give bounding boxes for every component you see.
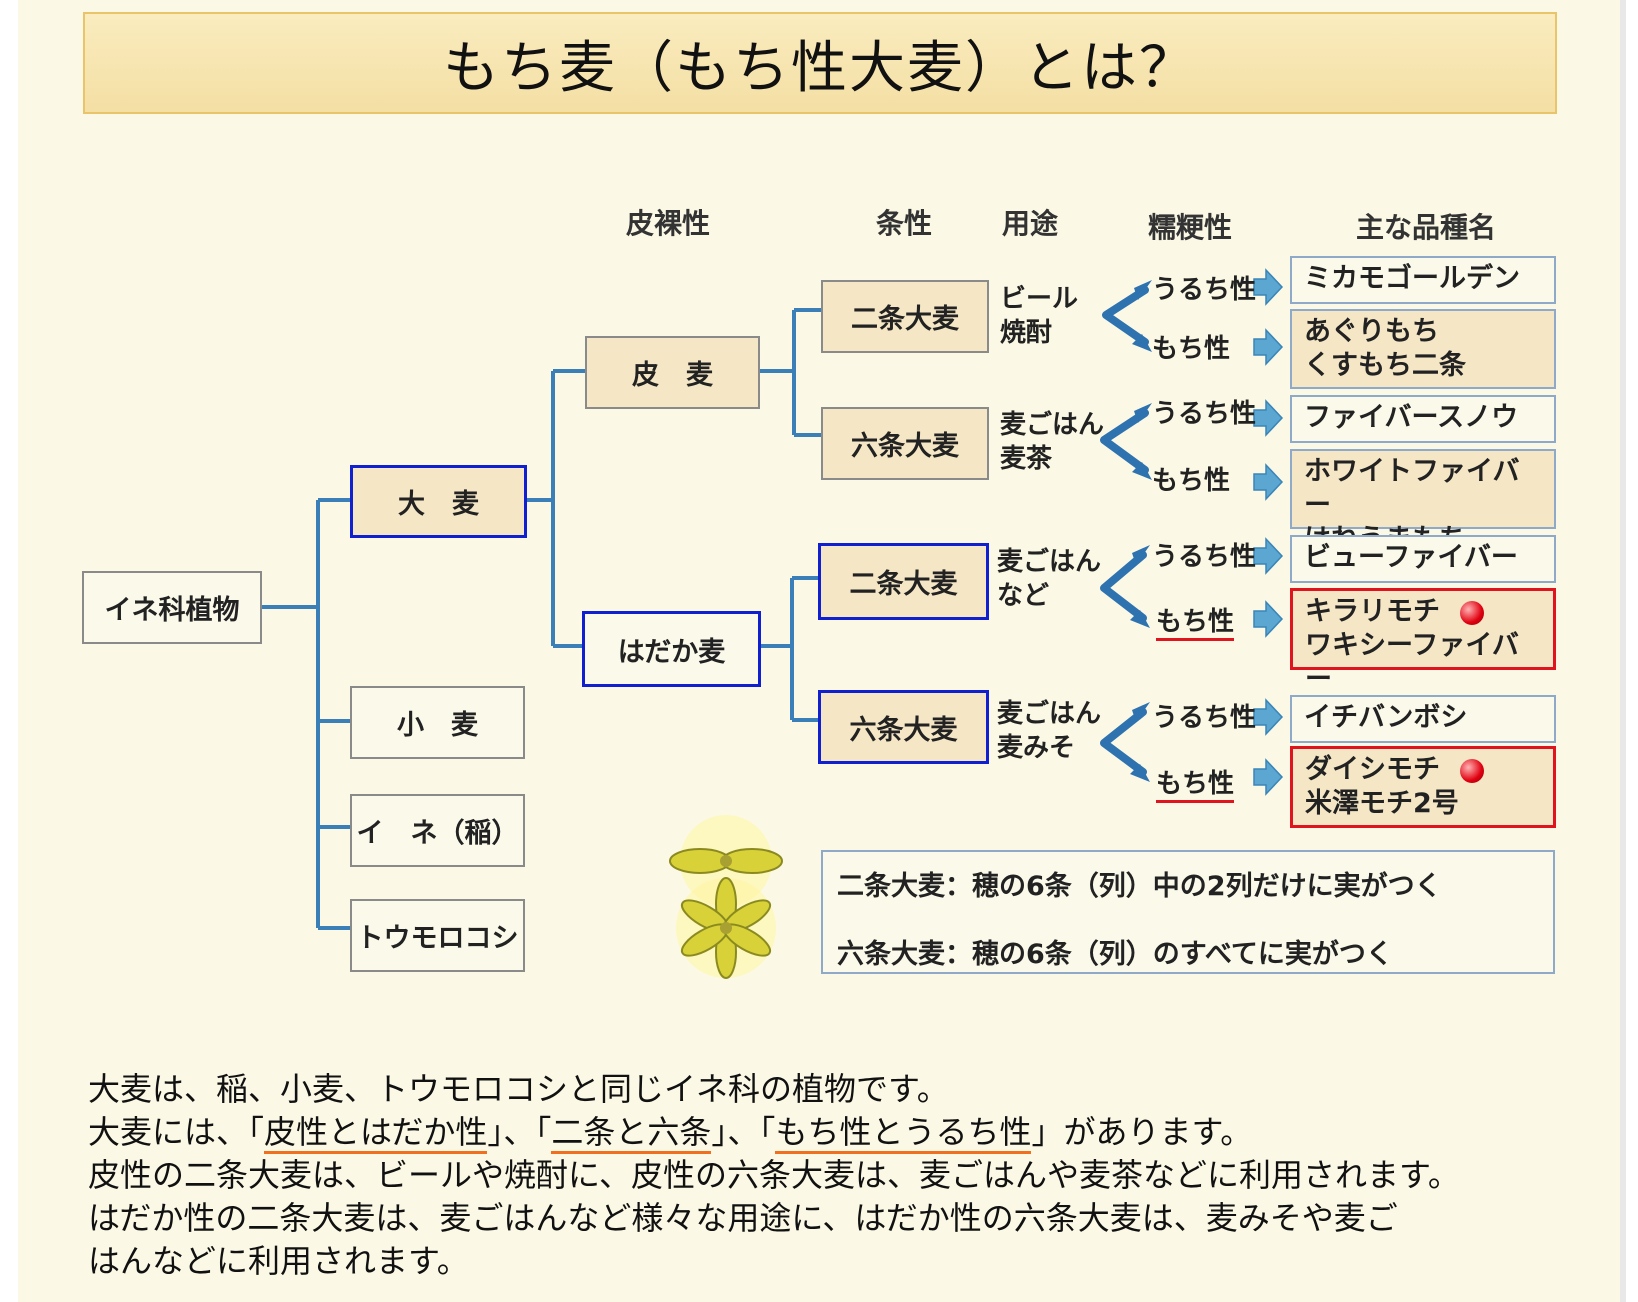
page-title: もち麦（もち性大麦）とは？ xyxy=(443,35,1197,101)
node-hulled-two-row: 二条大麦 xyxy=(821,280,989,353)
node-wheat: 小 麦 xyxy=(350,686,525,759)
underlined-term: 皮性とはだか性 xyxy=(264,1113,488,1154)
explanation-line: 大麦には、「皮性とはだか性」、「二条と六条」、「もち性とうるち性」があります。 xyxy=(88,1111,1558,1154)
usage-line: 麦みそ xyxy=(997,733,1076,763)
node-rice: イ ネ（稲） xyxy=(350,794,525,867)
header-glutinous: 糯粳性 xyxy=(1148,211,1233,244)
node-hulled-barley: 皮 麦 xyxy=(585,336,760,409)
explanation-line: はんなどに利用されます。 xyxy=(88,1242,469,1280)
usage-naked-six-row: 麦ごはん 麦みそ xyxy=(997,697,1101,765)
explanation-text: 大麦は、稲、小麦、トウモロコシと同じイネ科の植物です。 大麦には、「皮性とはだか… xyxy=(88,1068,1558,1283)
variety-name: ホワイトファイバー xyxy=(1304,456,1520,521)
underlined-term: 二条と六条 xyxy=(551,1113,712,1154)
node-corn: トウモロコシ xyxy=(350,899,525,972)
title-banner: もち麦（もち性大麦）とは？ xyxy=(83,12,1557,114)
variety-box: ホワイトファイバー はねうまもち xyxy=(1290,449,1556,555)
variety-name: ワキシーファイバー xyxy=(1305,630,1519,695)
header-varieties: 主な品種名 xyxy=(1356,211,1497,244)
usage-line: 麦ごはん xyxy=(1000,410,1105,440)
explanation-line: はだか性の二条大麦は、麦ごはんなど様々な用途に、はだか性の六条大麦は、麦みそや麦… xyxy=(88,1199,1398,1237)
variety-name: イチバンボシ xyxy=(1304,702,1468,733)
variety-box: あぐりもち くすもち二条 xyxy=(1290,309,1556,389)
variety-name: キラリモチ xyxy=(1305,596,1440,627)
header-row-type: 条性 xyxy=(876,207,933,240)
kind-uruchi: うるち性 xyxy=(1152,275,1257,305)
node-naked-six-row: 六条大麦 xyxy=(818,690,989,764)
kind-uruchi: うるち性 xyxy=(1152,542,1257,572)
node-hulled-six-row: 六条大麦 xyxy=(821,407,989,480)
explanation-line: 皮性の二条大麦は、ビールや焼酎に、皮性の六条大麦は、麦ごはんや麦茶などに利用され… xyxy=(88,1156,1460,1194)
variety-box: ビューファイバー xyxy=(1290,535,1556,583)
kind-uruchi: うるち性 xyxy=(1152,399,1257,429)
text-part: 」があります。 xyxy=(1031,1113,1253,1151)
node-barley: 大 麦 xyxy=(350,465,527,538)
usage-hulled-six-row: 麦ごはん 麦茶 xyxy=(1000,408,1104,476)
usage-line: 麦茶 xyxy=(1000,444,1053,474)
variety-box-highlighted: キラリモチ ワキシーファイバー xyxy=(1290,588,1556,695)
variety-box-highlighted: ダイシモチ 米澤モチ2号 xyxy=(1290,746,1556,828)
variety-name: 米澤モチ2号 xyxy=(1305,788,1459,819)
variety-name: ファイバースノウ xyxy=(1304,402,1519,433)
kind-mochi-highlighted: もち性 xyxy=(1156,763,1235,803)
text-part: 」、「 xyxy=(487,1113,552,1151)
kind-mochi: もち性 xyxy=(1152,466,1231,496)
variety-name: ダイシモチ xyxy=(1305,754,1440,785)
red-dot-icon xyxy=(1460,600,1484,625)
variety-name: くすもち二条 xyxy=(1304,350,1466,381)
note-two-row: 二条大麦：穂の6条（列）中の2列だけに実がつく xyxy=(837,871,1442,902)
usage-naked-two-row: 麦ごはん など xyxy=(997,545,1101,613)
header-usage: 用途 xyxy=(1002,207,1059,240)
kind-mochi: もち性 xyxy=(1152,334,1231,364)
text-part: 」、「 xyxy=(711,1113,776,1151)
usage-line: 焼酎 xyxy=(1000,318,1053,348)
variety-name: ビューファイバー xyxy=(1304,542,1518,573)
variety-name-row: ダイシモチ xyxy=(1305,753,1541,787)
node-naked-two-row: 二条大麦 xyxy=(818,543,989,620)
variety-name: あぐりもち xyxy=(1304,316,1439,347)
usage-line: 麦ごはん xyxy=(997,699,1102,729)
node-grass-family: イネ科植物 xyxy=(82,571,262,644)
variety-name: ミカモゴールデン xyxy=(1304,263,1520,294)
six-row-grain-icon xyxy=(676,877,776,979)
usage-line: 麦ごはん xyxy=(997,547,1102,577)
variety-box: ファイバースノウ xyxy=(1290,395,1556,443)
variety-name-row: キラリモチ xyxy=(1305,595,1541,629)
explanation-line: 大麦は、稲、小麦、トウモロコシと同じイネ科の植物です。 xyxy=(88,1070,949,1108)
usage-line: ビール xyxy=(1000,284,1079,314)
text-part: 大麦には、「 xyxy=(88,1113,265,1151)
kind-uruchi: うるち性 xyxy=(1152,703,1257,733)
variety-box: ミカモゴールデン xyxy=(1290,256,1556,304)
underlined-term: もち性とうるち性 xyxy=(775,1113,1032,1154)
node-naked-barley: はだか麦 xyxy=(582,611,761,687)
header-hulled: 皮裸性 xyxy=(626,207,711,240)
note-six-row: 六条大麦：穂の6条（列）のすべてに実がつく xyxy=(837,939,1393,970)
row-type-note-box: 二条大麦：穂の6条（列）中の2列だけに実がつく 六条大麦：穂の6条（列）のすべて… xyxy=(821,850,1555,974)
usage-hulled-two-row: ビール 焼酎 xyxy=(1000,282,1078,350)
red-dot-icon xyxy=(1460,758,1484,783)
usage-line: など xyxy=(997,581,1050,611)
kind-mochi-highlighted: もち性 xyxy=(1156,601,1235,641)
variety-box: イチバンボシ xyxy=(1290,695,1556,743)
